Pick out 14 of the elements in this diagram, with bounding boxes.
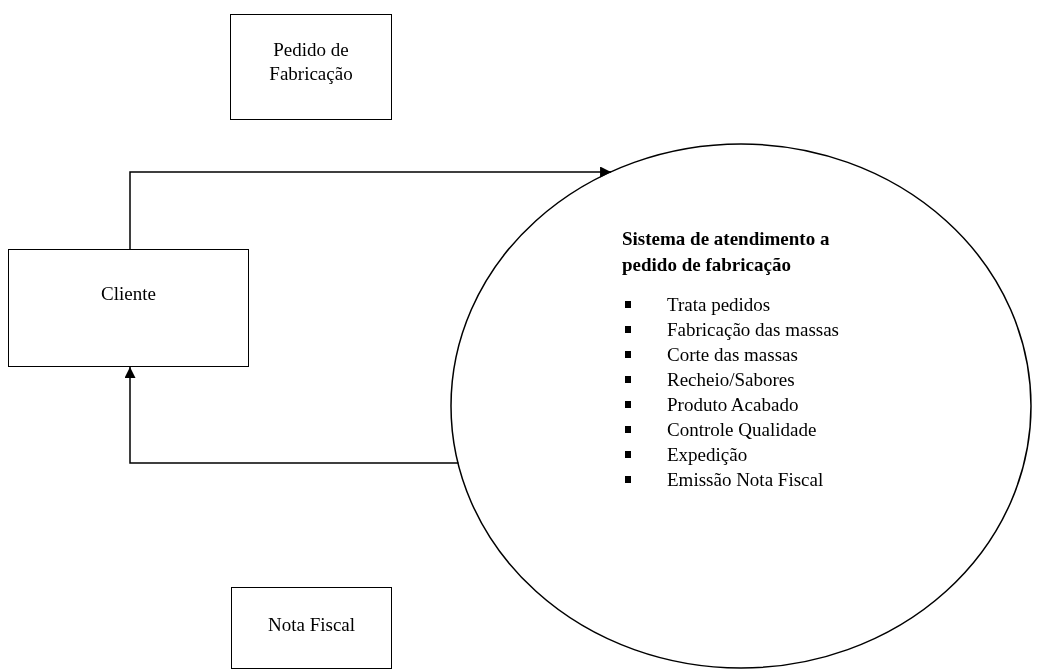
- process-step: Expedição: [667, 442, 748, 468]
- entity-box: Cliente: [8, 249, 249, 367]
- arrow: [129, 166, 612, 250]
- data-store-box: Nota Fiscal: [231, 587, 392, 669]
- process-step: Emissão Nota Fiscal: [667, 467, 824, 493]
- process-title: Sistema de atendimento a pedido de fabricação: [622, 227, 831, 277]
- process-step: Fabricação das massas: [667, 317, 839, 343]
- process-step: Recheio/Sabores: [667, 367, 795, 393]
- process-step: Controle Qualidade: [667, 417, 817, 443]
- process-box: Pedido de Fabricação: [230, 14, 392, 120]
- process-step: Trata pedidos: [667, 292, 771, 318]
- process-step: Corte das massas: [667, 342, 798, 368]
- arrow: [124, 366, 460, 464]
- process-step: Produto Acabado: [667, 392, 799, 418]
